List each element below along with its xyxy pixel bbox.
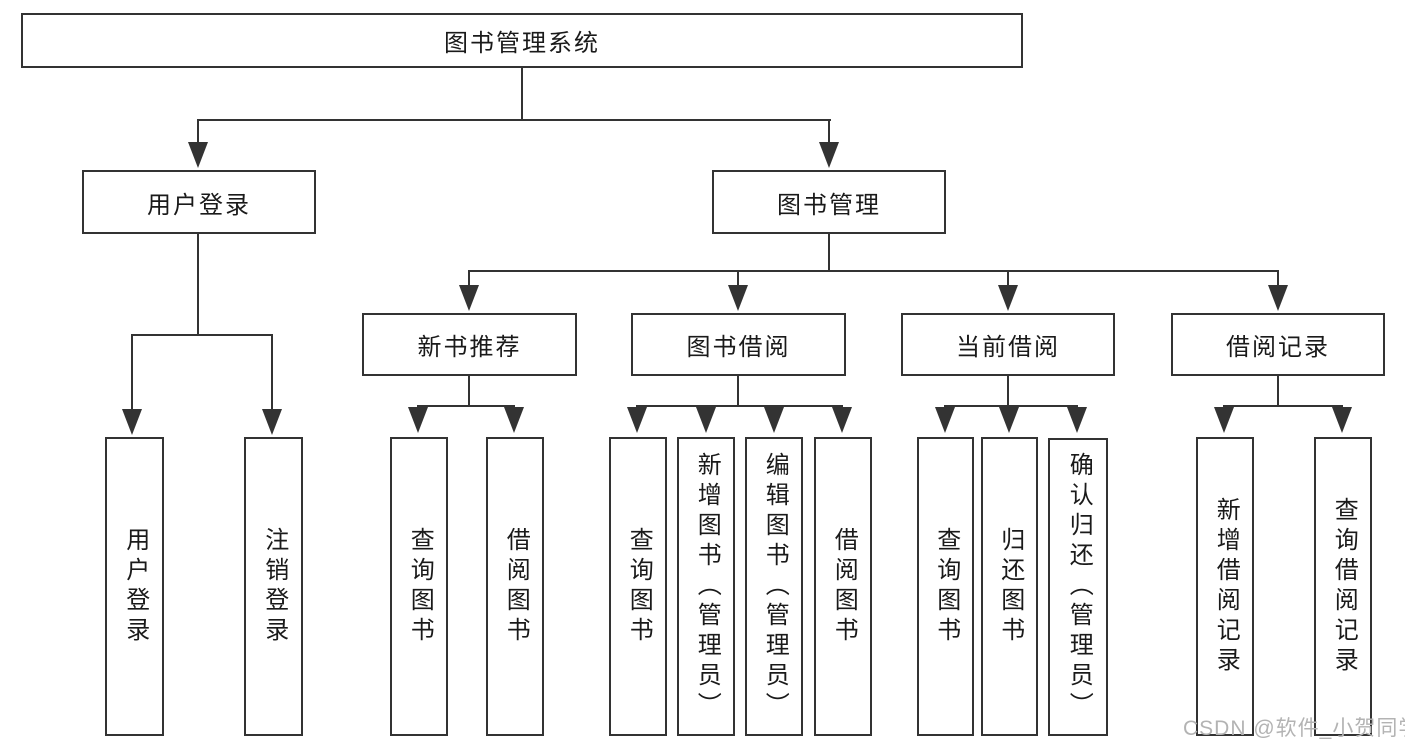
arrow-down-icon [627,407,647,433]
node-user-login-label: 用户登录 [147,191,251,219]
arrow-down-icon [188,142,208,168]
leaf-borrow-books-recommend-label: 借阅图书 [502,526,530,647]
arrow-down-icon [728,285,748,311]
arrow-down-icon [998,285,1018,311]
leaf-confirm-return-admin-label: 确认归还（管理员） [1065,452,1093,722]
leaf-edit-books-admin-label: 编辑图书（管理员） [761,451,789,722]
connector-line [828,233,830,272]
arrow-down-icon [122,409,142,435]
leaf-borrow-books: 借阅图书 [814,437,872,736]
node-new-book-recommend-label: 新书推荐 [417,334,522,361]
leaf-confirm-return-admin: 确认归还（管理员） [1048,438,1108,736]
arrow-down-icon [999,407,1019,433]
node-book-management-label: 图书管理 [777,191,881,219]
arrow-down-icon [1268,285,1288,311]
node-current-borrowing: 当前借阅 [901,313,1115,376]
connector-line [468,376,470,407]
connector-line [1007,376,1009,407]
leaf-query-books-borrowing: 查询图书 [609,437,667,736]
leaf-query-books-borrowing-label: 查询图书 [625,526,653,647]
arrow-down-icon [1067,407,1087,433]
leaf-user-login-label: 用户登录 [121,526,149,647]
node-book-borrowing-label: 图书借阅 [686,334,791,361]
leaf-add-borrow-record-label: 新增借阅记录 [1212,496,1240,677]
leaf-return-books-label: 归还图书 [996,526,1024,647]
connector-line [197,119,831,121]
connector-line [944,405,1078,407]
leaf-query-books-current: 查询图书 [917,437,974,736]
node-root: 图书管理系统 [21,13,1023,68]
arrow-down-icon [262,409,282,435]
leaf-borrow-books-label: 借阅图书 [830,526,858,647]
node-book-management: 图书管理 [712,170,946,234]
connector-line [521,68,523,119]
csdn-watermark: CSDN @软件_小贺同学 [1183,717,1405,740]
connector-line [828,119,830,145]
connector-line [271,334,273,411]
arrow-down-icon [832,407,852,433]
arrow-down-icon [408,407,428,433]
leaf-add-books-admin-label: 新增图书（管理员） [693,451,721,722]
connector-line [468,270,1279,272]
connector-line [468,270,470,287]
connector-line [197,119,199,145]
node-book-borrowing: 图书借阅 [631,313,846,376]
arrow-down-icon [1214,407,1234,433]
leaf-return-books: 归还图书 [981,437,1038,736]
arrow-down-icon [696,407,716,433]
node-borrow-records: 借阅记录 [1171,313,1385,376]
leaf-borrow-books-recommend: 借阅图书 [486,437,544,736]
node-new-book-recommend: 新书推荐 [362,313,577,376]
connector-line [1223,405,1343,407]
node-root-label: 图书管理系统 [444,30,600,57]
leaf-query-borrow-record: 查询借阅记录 [1314,437,1372,736]
leaf-logout: 注销登录 [244,437,303,736]
connector-line [131,334,273,336]
leaf-query-borrow-record-label: 查询借阅记录 [1330,496,1358,677]
leaf-add-books-admin: 新增图书（管理员） [677,437,735,736]
connector-line [1007,270,1009,287]
connector-line [1277,376,1279,407]
leaf-user-login: 用户登录 [105,437,164,736]
connector-line [737,376,739,407]
leaf-logout-label: 注销登录 [260,526,288,647]
arrow-down-icon [504,407,524,433]
arrow-down-icon [764,407,784,433]
node-current-borrowing-label: 当前借阅 [956,334,1060,361]
leaf-query-books-recommend-label: 查询图书 [406,526,434,647]
arrow-down-icon [1332,407,1352,433]
connector-line [131,334,133,411]
arrow-down-icon [819,142,839,168]
arrow-down-icon [935,407,955,433]
node-user-login: 用户登录 [82,170,316,234]
leaf-edit-books-admin: 编辑图书（管理员） [745,437,803,736]
leaf-add-borrow-record: 新增借阅记录 [1196,437,1254,736]
connector-line [737,270,739,287]
connector-line [197,233,199,336]
node-borrow-records-label: 借阅记录 [1226,334,1330,361]
leaf-query-books-recommend: 查询图书 [390,437,448,736]
connector-line [636,405,843,407]
leaf-query-books-current-label: 查询图书 [932,526,960,647]
connector-line [417,405,515,407]
connector-line [1277,270,1279,287]
arrow-down-icon [459,285,479,311]
